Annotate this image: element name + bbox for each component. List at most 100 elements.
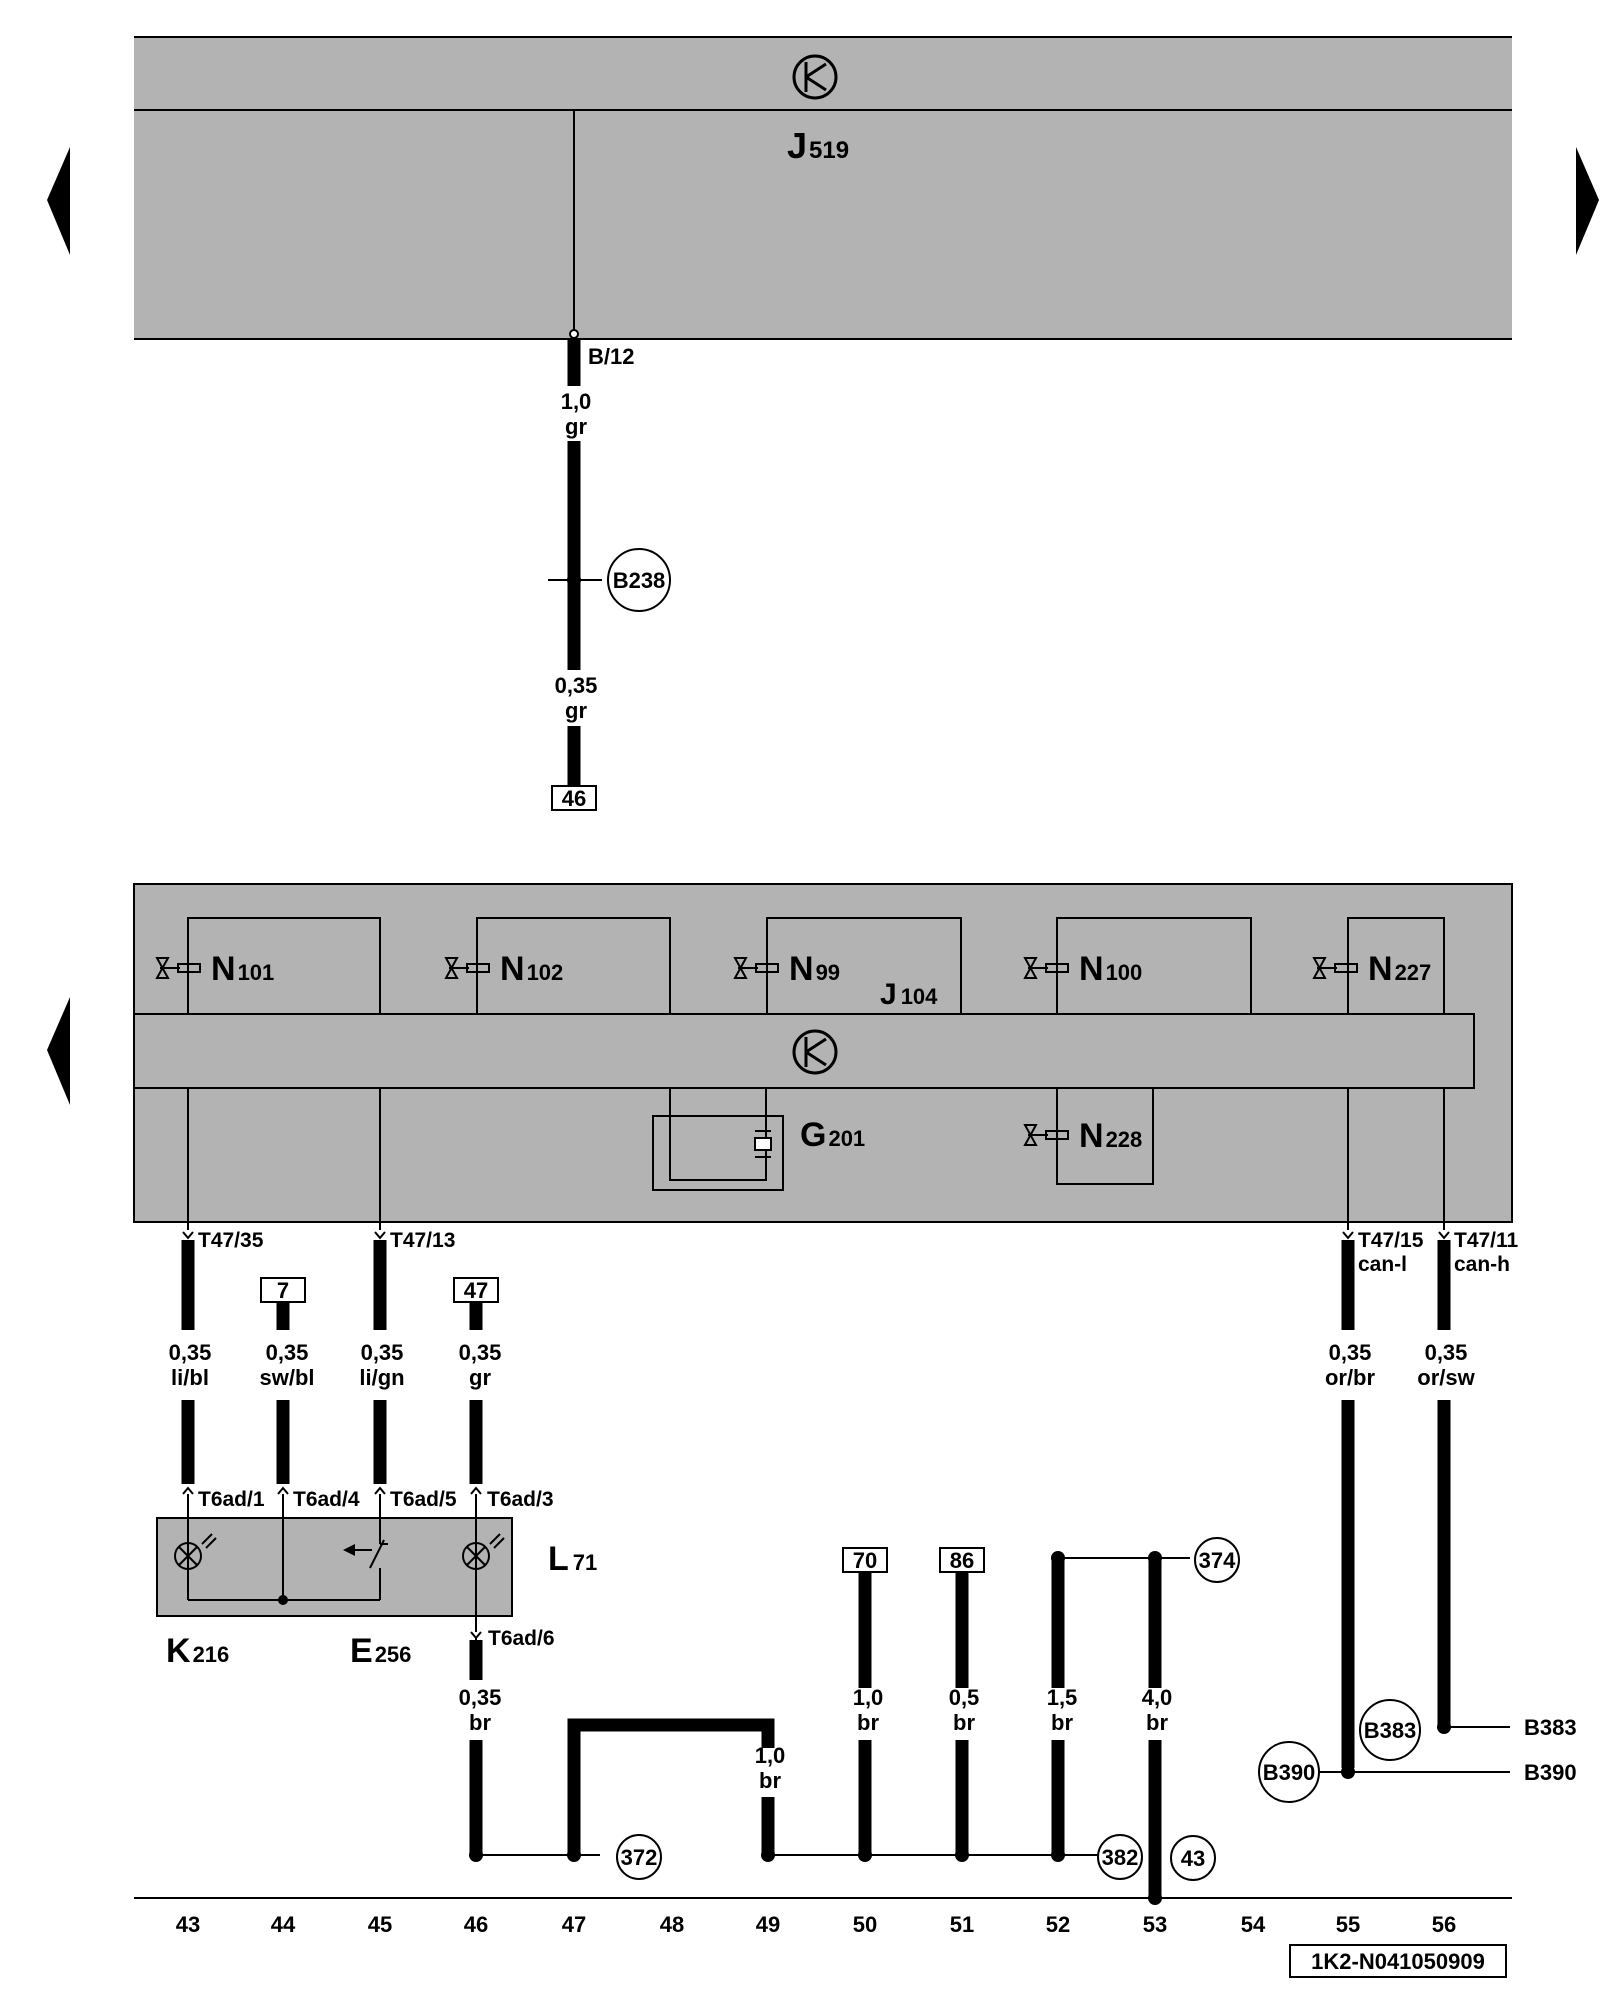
track-number: 51 (950, 1912, 974, 1937)
next-page-arrow-top[interactable] (1576, 147, 1599, 255)
svg-text:li/bl: li/bl (171, 1365, 209, 1390)
svg-text:0,35: 0,35 (1425, 1340, 1468, 1365)
svg-text:J519: J519 (787, 125, 849, 166)
can-l-connector-b390: B390 (1524, 1760, 1577, 1785)
pin-t47-13: T47/13 (390, 1229, 455, 1252)
wire-label-10: 1,5 br (1047, 1685, 1078, 1735)
track-number: 44 (271, 1912, 296, 1937)
svg-text:0,35: 0,35 (266, 1340, 309, 1365)
track-number: 52 (1046, 1912, 1070, 1937)
svg-text:or/br: or/br (1325, 1365, 1376, 1390)
track-number: 55 (1336, 1912, 1360, 1937)
wire-label-4: 0,35 or/br (1325, 1340, 1376, 1390)
prev-page-arrow-bottom[interactable] (47, 997, 70, 1105)
pin-t6ad-1: T6ad/1 (198, 1488, 265, 1511)
pin-t47-35: T47/35 (198, 1229, 264, 1252)
ref-46: 46 (562, 786, 586, 811)
earth-382: 382 (1102, 1845, 1139, 1870)
svg-text:1,0: 1,0 (755, 1743, 786, 1768)
svg-text:gr: gr (469, 1365, 491, 1390)
wire-label-0: 0,35 li/bl (169, 1340, 212, 1390)
valve-n227: N227 (1312, 950, 1431, 988)
track-number: 54 (1241, 1912, 1266, 1937)
track-number: 47 (562, 1912, 586, 1937)
j519-subscript: 519 (809, 137, 849, 164)
lamp-k216-icon (174, 1533, 217, 1570)
svg-text:1,5: 1,5 (1047, 1685, 1078, 1710)
svg-text:br: br (1146, 1710, 1168, 1735)
earth-372: 372 (621, 1845, 658, 1870)
wire-size-top-a: 1,0 (561, 389, 592, 414)
wire-size-top-b: 0,35 (555, 673, 598, 698)
svg-text:br: br (469, 1710, 491, 1735)
wire-color-top-b: gr (565, 698, 587, 723)
earth-374: 374 (1199, 1548, 1236, 1573)
valve-n101: N101 (155, 950, 274, 988)
drawing-id: 1K2-N041050909 (1311, 1949, 1485, 1974)
svg-text:br: br (857, 1710, 879, 1735)
track-number: 46 (464, 1912, 488, 1937)
svg-text:0,5: 0,5 (949, 1685, 980, 1710)
valve-n228: N228 (1023, 1117, 1142, 1155)
svg-text:sw/bl: sw/bl (259, 1365, 314, 1390)
connector-b383: B383 (1364, 1718, 1417, 1743)
svg-text:0,35: 0,35 (169, 1340, 212, 1365)
svg-text:1,0: 1,0 (853, 1685, 884, 1710)
connector-b390: B390 (1263, 1760, 1316, 1785)
svg-text:or/sw: or/sw (1417, 1365, 1475, 1390)
track-number: 43 (176, 1912, 200, 1937)
ref-86: 86 (950, 1548, 974, 1573)
wire-label-1: 0,35 sw/bl (259, 1340, 314, 1390)
wire-label-11: 4,0 br (1142, 1685, 1173, 1735)
svg-text:br: br (759, 1768, 781, 1793)
svg-text:N100: N100 (1079, 950, 1142, 988)
wire-label-9: 0,5 br (949, 1685, 980, 1735)
svg-text:br: br (1051, 1710, 1073, 1735)
track-number: 45 (368, 1912, 392, 1937)
ref-47: 47 (464, 1278, 488, 1303)
valve-n102: N102 (444, 950, 563, 988)
pin-t6ad-4: T6ad/4 (293, 1488, 360, 1511)
e256-label: E256 (350, 1632, 411, 1670)
svg-text:0,35: 0,35 (1329, 1340, 1372, 1365)
pin-t6ad-5: T6ad/5 (390, 1488, 457, 1511)
pin-t6ad-6: T6ad/6 (488, 1627, 555, 1650)
wire-label-6: 0,35 br (459, 1685, 502, 1735)
electronics-symbol-icon (792, 54, 838, 100)
valve-n100: N100 (1023, 950, 1142, 988)
pin-b12: B/12 (588, 344, 634, 369)
earth-43: 43 (1181, 1846, 1205, 1871)
prev-page-arrow-top[interactable] (47, 147, 70, 255)
svg-text:N99: N99 (789, 950, 840, 988)
track-number: 56 (1432, 1912, 1456, 1937)
svg-text:0,35: 0,35 (361, 1340, 404, 1365)
track-number: 48 (660, 1912, 684, 1937)
j104-subscript: 104 (901, 984, 938, 1009)
ref-7: 7 (277, 1278, 289, 1303)
svg-text:N101: N101 (211, 950, 274, 988)
push-switch-e256-icon (343, 1539, 388, 1569)
lamp-icon (462, 1533, 505, 1570)
valve-n99: N99 (733, 950, 840, 988)
track-number: 50 (853, 1912, 877, 1937)
sensor-g201: G201 (800, 1116, 865, 1154)
track-number: 53 (1143, 1912, 1167, 1937)
svg-text:N227: N227 (1368, 950, 1431, 988)
track-number: 49 (756, 1912, 780, 1937)
connector-b238: B238 (613, 568, 666, 593)
signal-can-h: can-h (1454, 1253, 1510, 1276)
pin-t47-11: T47/11 (1454, 1229, 1519, 1252)
svg-text:0,35: 0,35 (459, 1340, 502, 1365)
wire-label-5: 0,35 or/sw (1417, 1340, 1475, 1390)
k216-label: K216 (166, 1632, 229, 1670)
electronics-symbol-icon (792, 1029, 838, 1075)
wire-label-2: 0,35 li/gn (359, 1340, 404, 1390)
pin-t6ad-3: T6ad/3 (487, 1488, 554, 1511)
svg-text:br: br (953, 1710, 975, 1735)
wire-label-8: 1,0 br (853, 1685, 884, 1735)
switch-unit-l71 (156, 1494, 513, 1640)
